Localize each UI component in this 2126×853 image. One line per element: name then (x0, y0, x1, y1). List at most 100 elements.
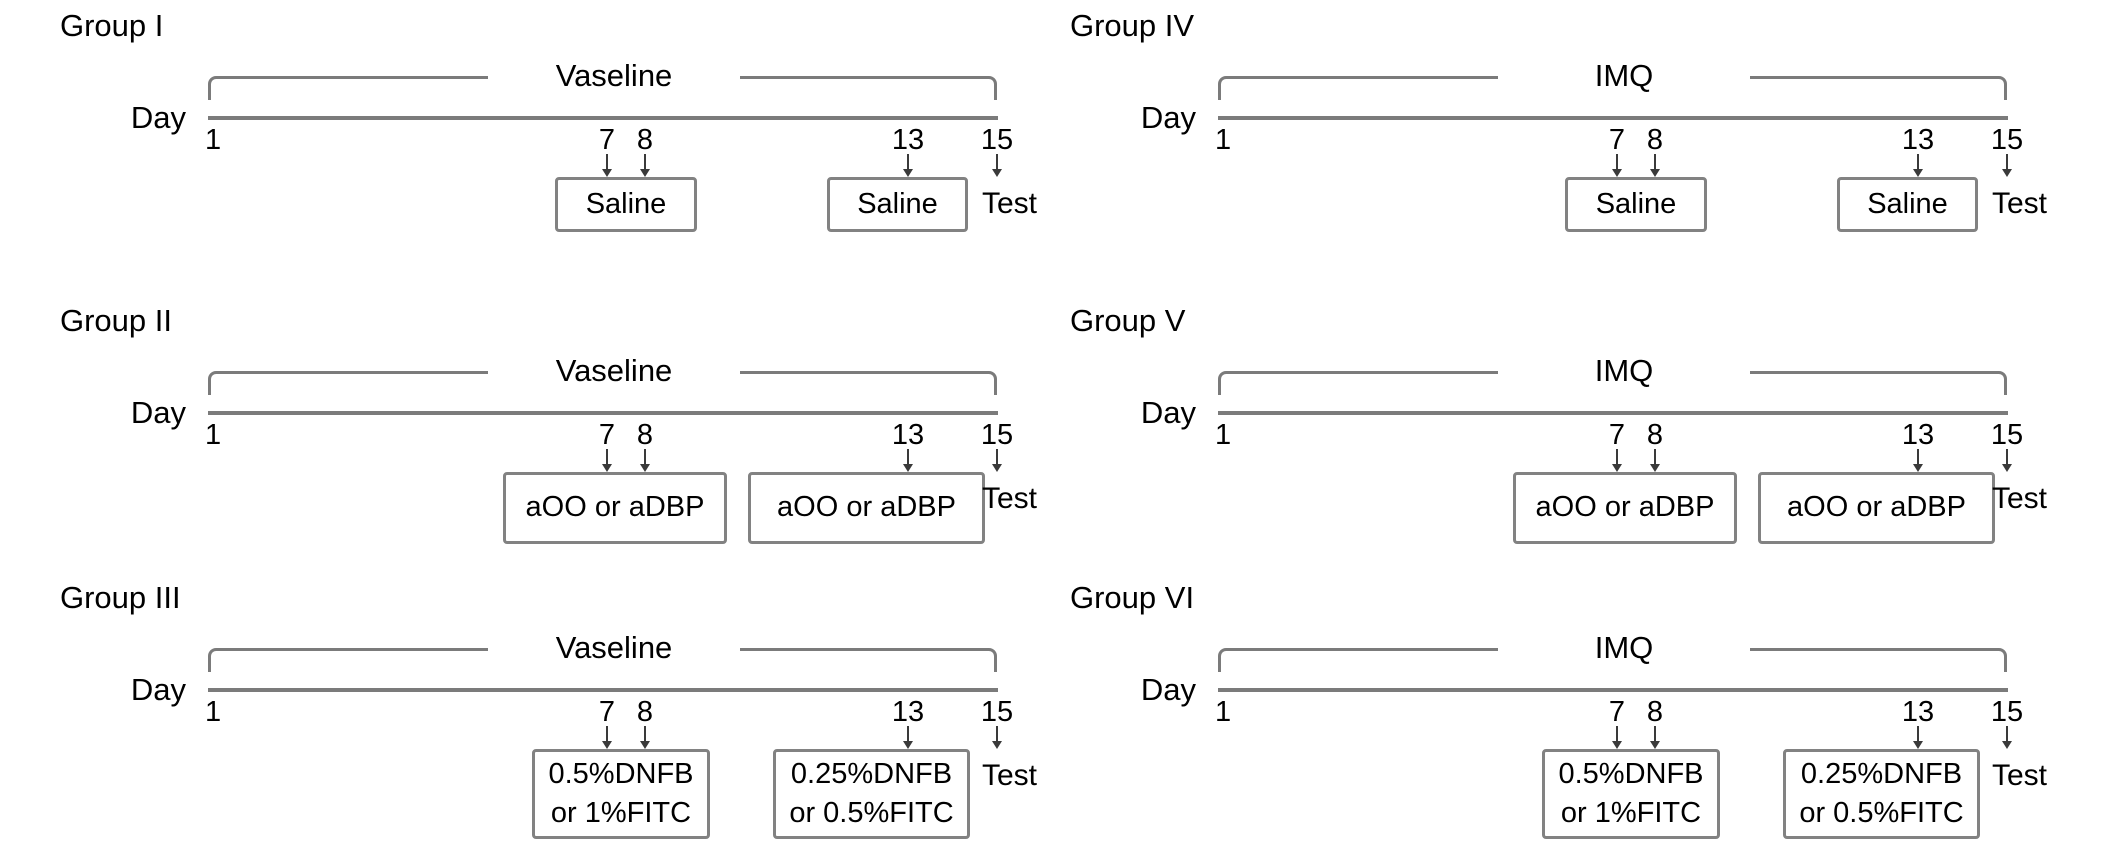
day-15-tick: 15 (980, 419, 1014, 451)
day-15-tick: 15 (980, 696, 1014, 728)
group-title: Group II (60, 303, 172, 338)
day-axis-label: Day (1140, 100, 1196, 135)
sensitization-treatment-box: Saline (555, 177, 697, 232)
treatment-box-line: or 1%FITC (550, 797, 692, 829)
challenge-treatment-box: Saline (1837, 177, 1978, 232)
bracket-right-segment (740, 371, 997, 395)
day-1-tick: 1 (1215, 696, 1232, 728)
bracket-left-segment (208, 648, 488, 672)
treatment-box-line: 0.25%DNFB (790, 757, 953, 790)
day-axis-label: Day (130, 100, 186, 135)
group-panel: Group IV IMQ Day 1 7 8 13 15 Saline Sali… (1010, 0, 2080, 285)
sensitization-treatment-box: 0.5%DNFB or 1%FITC (532, 749, 710, 839)
group-title: Group VI (1070, 580, 1195, 615)
group-title: Group IV (1070, 8, 1195, 43)
bracket-left-segment (1218, 648, 1498, 672)
day-13-tick: 13 (891, 124, 925, 156)
timeline-axis (208, 411, 998, 415)
sensitization-treatment-box: 0.5%DNFB or 1%FITC (1542, 749, 1720, 839)
sensitization-treatment-box: aOO or aDBP (1513, 472, 1737, 544)
topical-treatment-label: Vaseline (555, 58, 673, 93)
group-title: Group III (60, 580, 181, 615)
group-panel: Group V IMQ Day 1 7 8 13 15 aOO or aDBP … (1010, 295, 2080, 580)
test-label: Test (1992, 759, 2048, 792)
day-8-tick: 8 (1646, 419, 1664, 451)
topical-treatment-label: Vaseline (555, 630, 673, 665)
bracket-left-segment (1218, 76, 1498, 100)
day-1-tick: 1 (205, 124, 222, 156)
treatment-box-line: Saline (1595, 187, 1677, 220)
topical-treatment-label: IMQ (1594, 353, 1654, 388)
day-axis-label: Day (1140, 395, 1196, 430)
treatment-box-line: 0.5%DNFB (1558, 757, 1704, 790)
bracket-left-segment (208, 371, 488, 395)
day-1-tick: 1 (205, 696, 222, 728)
bracket-left-segment (208, 76, 488, 100)
topical-treatment-label: Vaseline (555, 353, 673, 388)
sensitization-treatment-box: Saline (1565, 177, 1707, 232)
group-panel: Group III Vaseline Day 1 7 8 13 15 0.5%D… (0, 572, 1070, 853)
day-axis-label: Day (130, 395, 186, 430)
day-7-tick: 7 (1608, 419, 1626, 451)
day-8-tick: 8 (636, 419, 654, 451)
treatment-box-line: Saline (1867, 187, 1948, 220)
day-axis-label: Day (1140, 672, 1196, 707)
treatment-box-line: Saline (585, 187, 667, 220)
timeline-axis (208, 116, 998, 120)
day-13-tick: 13 (1901, 696, 1935, 728)
day-7-tick: 7 (598, 124, 616, 156)
day-8-tick: 8 (636, 124, 654, 156)
treatment-box-line: or 0.5%FITC (1799, 797, 1964, 829)
timeline-axis (208, 688, 998, 692)
day-15-tick: 15 (1990, 419, 2024, 451)
timeline-axis (1218, 411, 2008, 415)
day-8-tick: 8 (1646, 124, 1664, 156)
challenge-treatment-box: Saline (827, 177, 968, 232)
treatment-box-line: aOO or aDBP (1787, 491, 1966, 524)
day-7-tick: 7 (1608, 124, 1626, 156)
treatment-box-line: or 1%FITC (1560, 797, 1702, 829)
group-panel: Group II Vaseline Day 1 7 8 13 15 aOO or… (0, 295, 1070, 580)
challenge-treatment-box: 0.25%DNFB or 0.5%FITC (1783, 749, 1980, 839)
treatment-box-line: Saline (857, 187, 938, 220)
timeline-axis (1218, 688, 2008, 692)
treatment-box-line: or 0.5%FITC (789, 797, 954, 829)
group-panel: Group I Vaseline Day 1 7 8 13 15 Saline … (0, 0, 1070, 285)
group-title: Group V (1070, 303, 1186, 338)
day-13-tick: 13 (891, 696, 925, 728)
day-axis-label: Day (130, 672, 186, 707)
group-title: Group I (60, 8, 164, 43)
day-1-tick: 1 (205, 419, 222, 451)
day-15-tick: 15 (980, 124, 1014, 156)
bracket-right-segment (1750, 371, 2007, 395)
day-8-tick: 8 (636, 696, 654, 728)
bracket-right-segment (1750, 648, 2007, 672)
test-label: Test (982, 482, 1038, 515)
treatment-box-line: aOO or aDBP (525, 491, 705, 524)
day-13-tick: 13 (1901, 419, 1935, 451)
day-13-tick: 13 (891, 419, 925, 451)
day-7-tick: 7 (598, 696, 616, 728)
bracket-right-segment (1750, 76, 2007, 100)
test-label: Test (982, 759, 1038, 792)
day-7-tick: 7 (598, 419, 616, 451)
topical-treatment-label: IMQ (1594, 630, 1654, 665)
test-label: Test (982, 187, 1038, 220)
group-panel: Group VI IMQ Day 1 7 8 13 15 0.5%DNFB or… (1010, 572, 2080, 853)
treatment-box-line: 0.25%DNFB (1800, 757, 1963, 790)
day-1-tick: 1 (1215, 419, 1232, 451)
day-13-tick: 13 (1901, 124, 1935, 156)
treatment-box-line: aOO or aDBP (1535, 491, 1715, 524)
day-1-tick: 1 (1215, 124, 1232, 156)
test-label: Test (1992, 482, 2048, 515)
bracket-right-segment (740, 648, 997, 672)
day-8-tick: 8 (1646, 696, 1664, 728)
challenge-treatment-box: aOO or aDBP (748, 472, 985, 544)
day-15-tick: 15 (1990, 124, 2024, 156)
topical-treatment-label: IMQ (1594, 58, 1654, 93)
test-label: Test (1992, 187, 2048, 220)
timeline-axis (1218, 116, 2008, 120)
challenge-treatment-box: 0.25%DNFB or 0.5%FITC (773, 749, 970, 839)
treatment-box-line: aOO or aDBP (777, 491, 956, 524)
